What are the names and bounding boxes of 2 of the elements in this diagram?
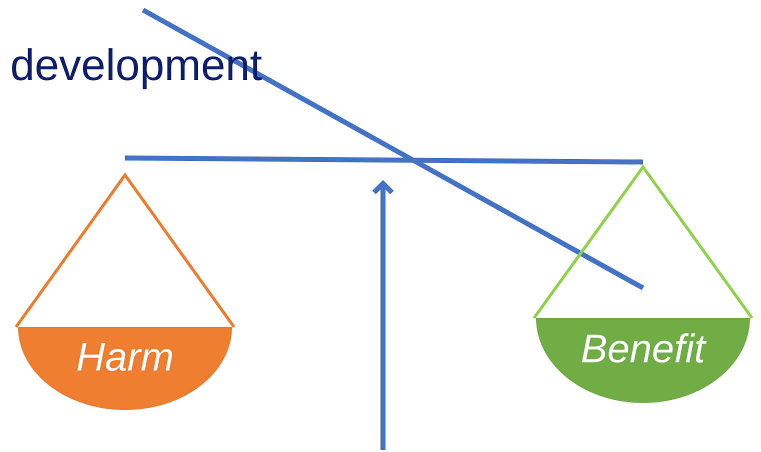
scale-pan: Benefit <box>536 318 750 403</box>
scale-pan: Harm <box>18 327 232 410</box>
